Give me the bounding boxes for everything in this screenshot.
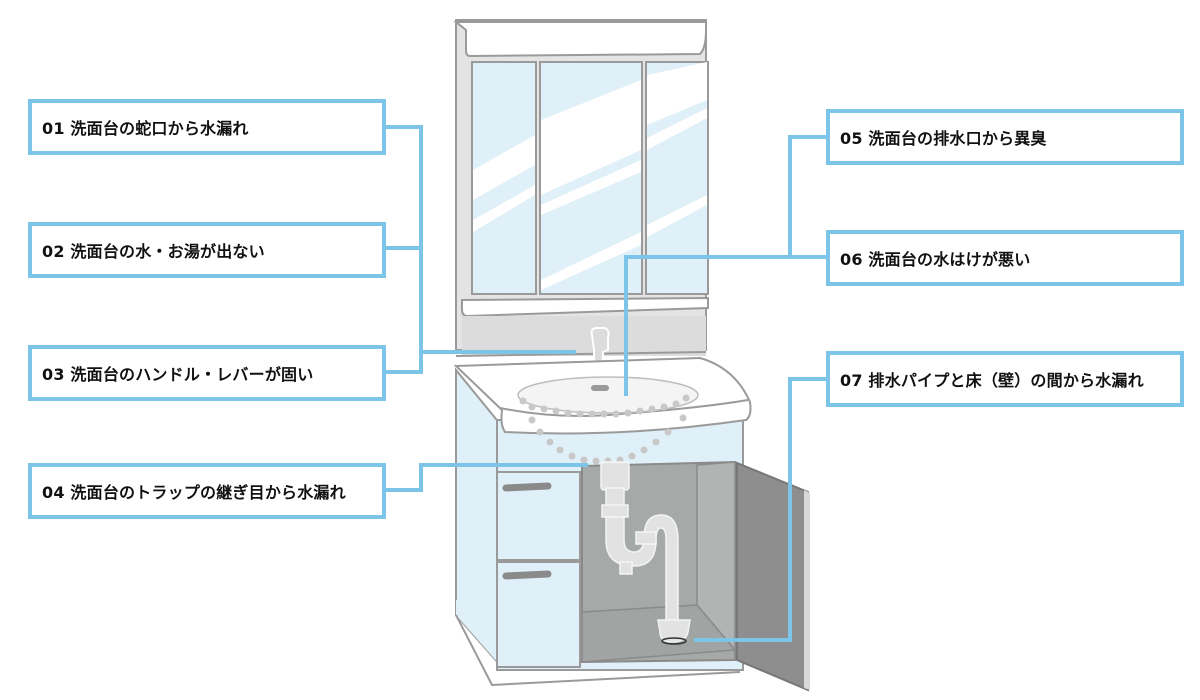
label-text: 02 洗面台の水・お湯が出ない [42, 242, 265, 261]
label-04-trap-joint-leak: 04 洗面台のトラップの継ぎ目から水漏れ [28, 463, 386, 519]
leader-lines [386, 125, 826, 642]
label-06-poor-drainage: 06 洗面台の水はけが悪い [826, 230, 1184, 286]
label-03-stiff-handle: 03 洗面台のハンドル・レバーが固い [28, 345, 386, 401]
label-01-faucet-leak: 01 洗面台の蛇口から水漏れ [28, 99, 386, 155]
leader-line-07 [694, 377, 826, 642]
mirror-cabinet [453, 19, 709, 357]
label-text: 04 洗面台のトラップの継ぎ目から水漏れ [42, 483, 346, 502]
label-text: 05 洗面台の排水口から異臭 [840, 129, 1047, 148]
label-text: 01 洗面台の蛇口から水漏れ [42, 119, 249, 138]
label-02-no-water: 02 洗面台の水・お湯が出ない [28, 222, 386, 278]
drawer-lower [496, 561, 581, 668]
label-text: 03 洗面台のハンドル・レバーが固い [42, 365, 314, 384]
drain-trap-pipe [600, 461, 691, 643]
mirror-panel-right [645, 61, 709, 295]
drain [591, 385, 609, 391]
label-05-drain-odor: 05 洗面台の排水口から異臭 [826, 109, 1184, 165]
basin-bowl-outline [519, 394, 690, 465]
leader-line-01 [386, 125, 423, 352]
label-07-pipe-floor-leak: 07 排水パイプと床（壁）の間から水漏れ [826, 351, 1184, 407]
leader-line-05 [788, 135, 826, 257]
mirror-panel-left [471, 61, 537, 295]
drawer-handle-upper [502, 482, 552, 492]
basin [517, 376, 699, 414]
leader-line-06 [624, 255, 826, 396]
cabinet-door [736, 461, 809, 692]
label-text: 06 洗面台の水はけが悪い [840, 250, 1031, 269]
counter [453, 356, 752, 435]
label-text: 07 排水パイプと床（壁）の間から水漏れ [840, 371, 1144, 390]
leader-line-04 [386, 463, 588, 492]
drawer-handle-lower [502, 570, 552, 580]
leader-line-03 [386, 350, 576, 374]
